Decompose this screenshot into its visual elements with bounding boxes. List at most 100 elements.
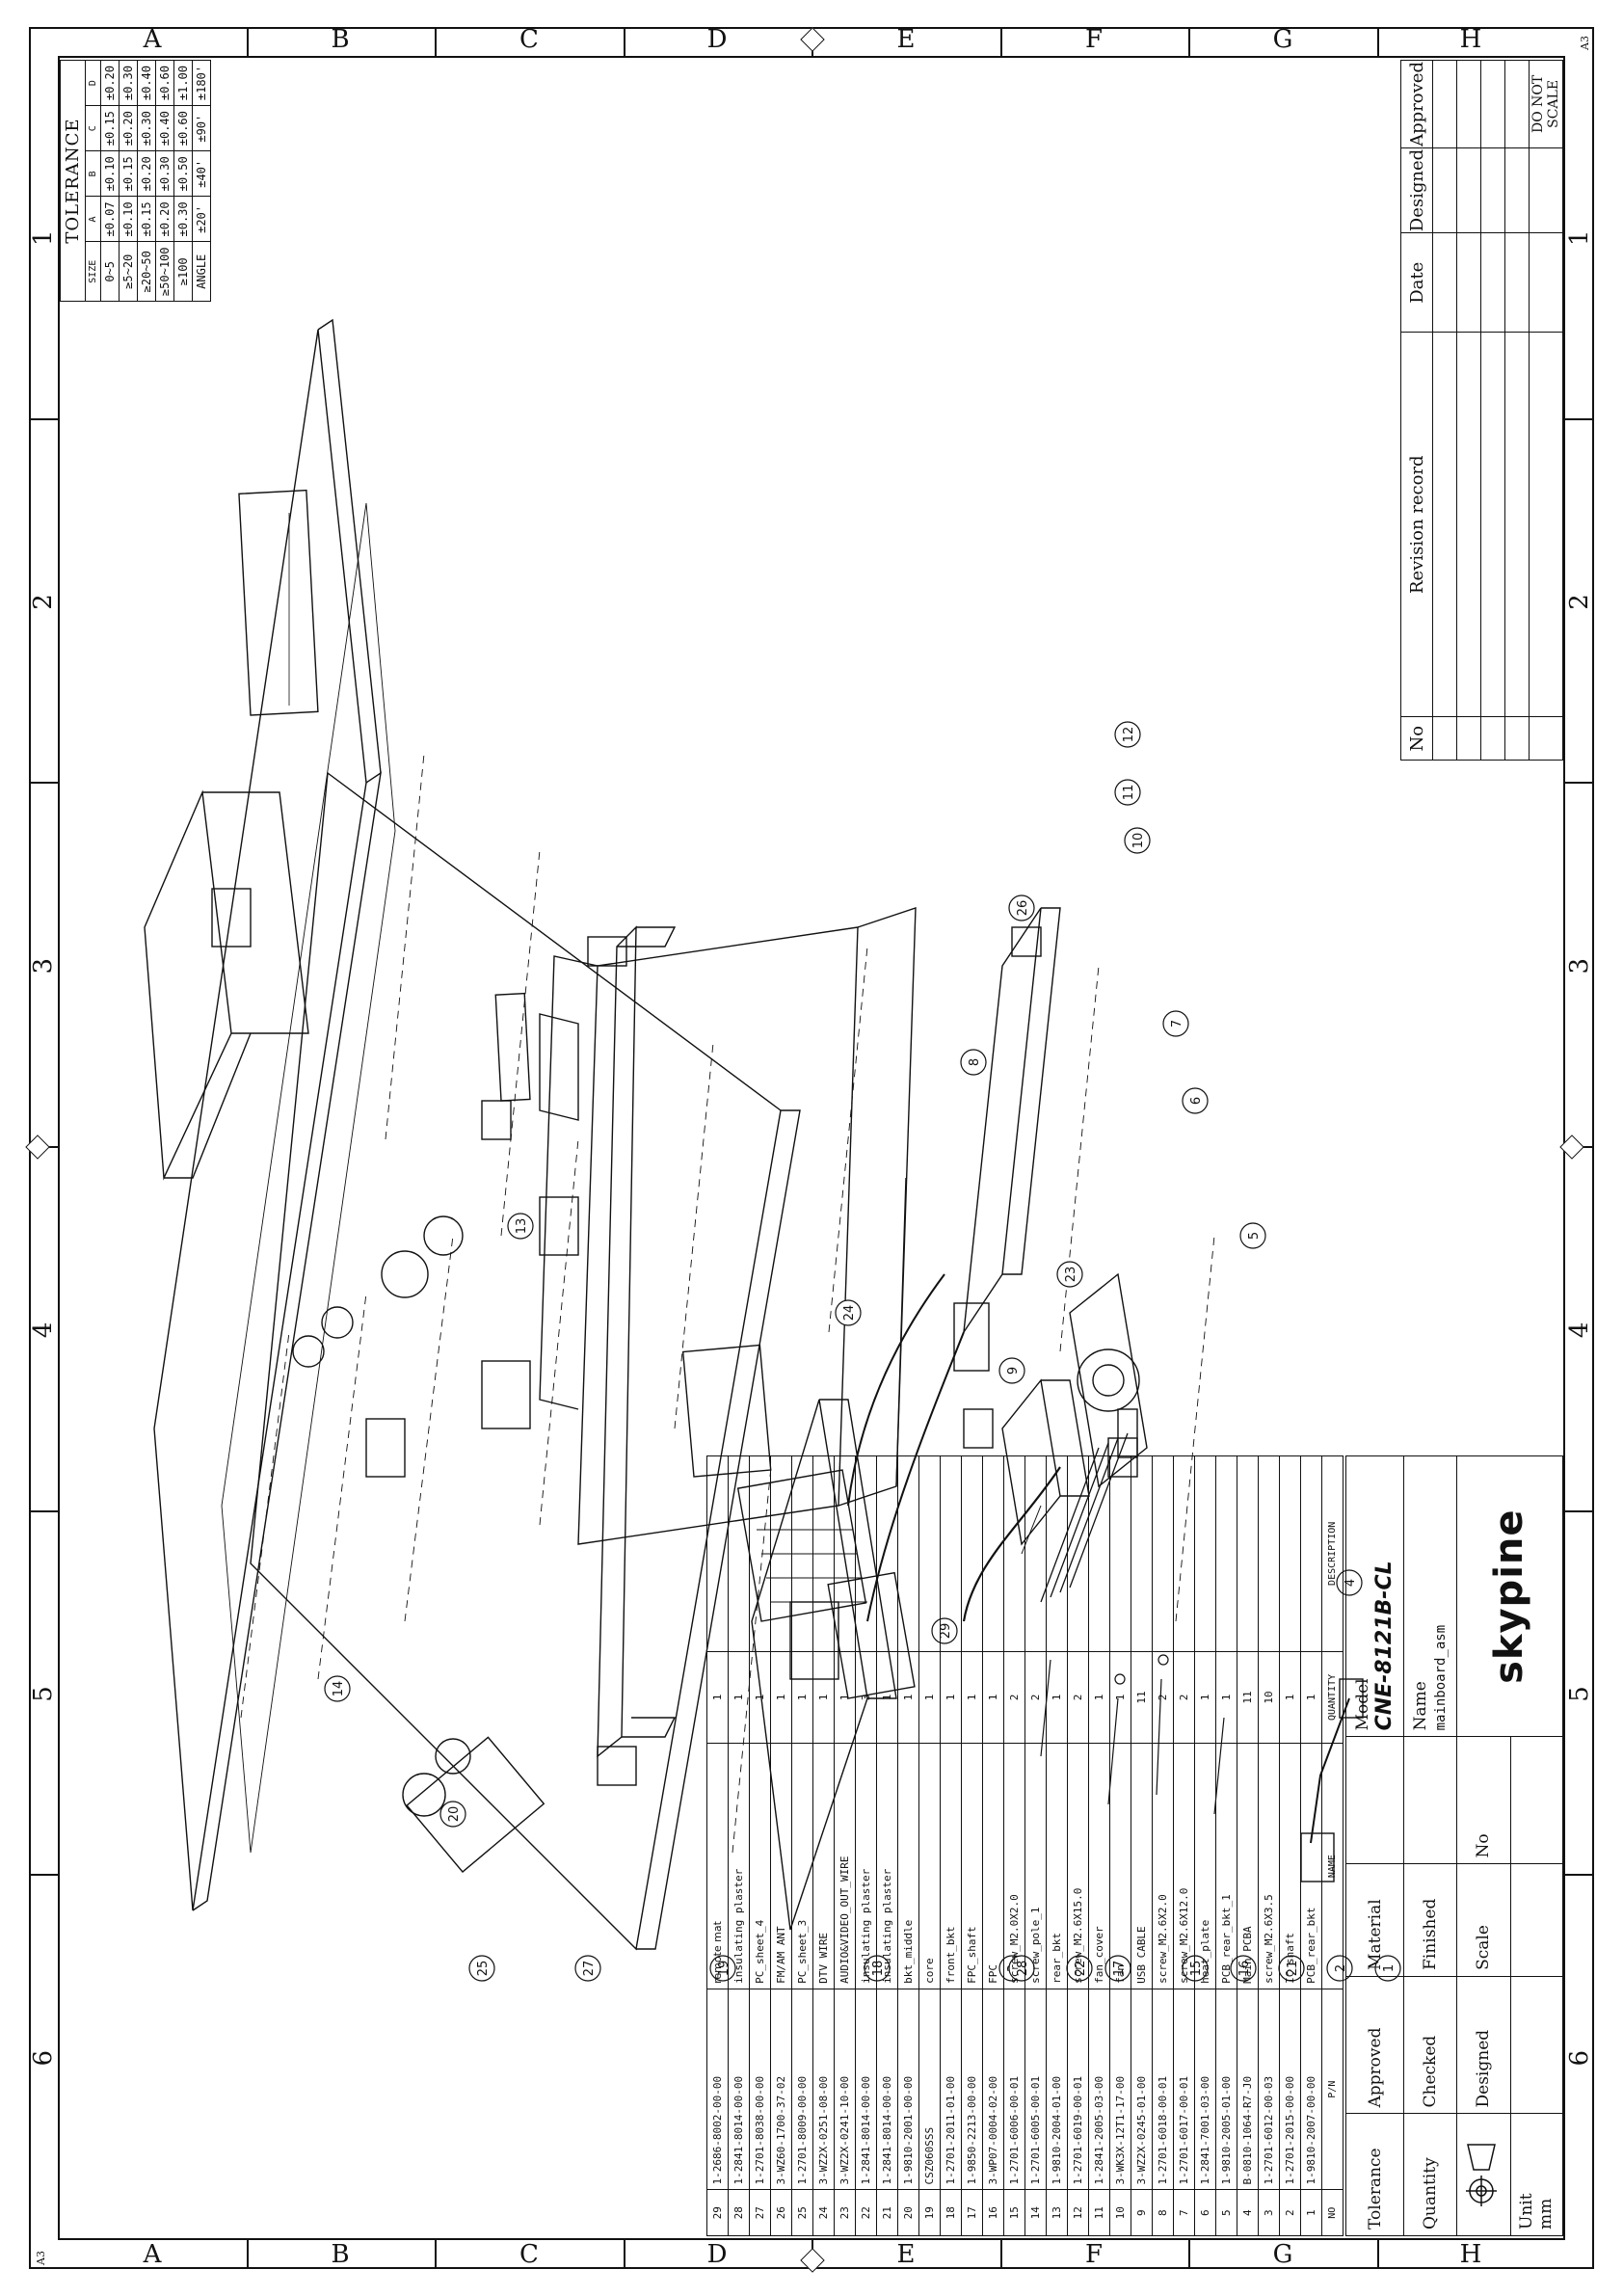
bom-cell: front_bkt <box>940 1743 962 1989</box>
callout-label: 24 <box>842 1305 857 1322</box>
bom-cell: 3-WZ2X-0245-01-00 <box>1131 1989 1153 2190</box>
tolerance-row: ≥20~50±0.15±0.20±0.30±0.40 <box>137 60 156 302</box>
bom-header: QUANTITY <box>1321 1651 1344 1744</box>
tolerance-cell: ±0.20 <box>100 60 120 106</box>
bom-cell: CSZ060SSS <box>918 1989 941 2190</box>
bom-cell <box>1279 1455 1301 1652</box>
bom-cell: 2 <box>1279 2189 1301 2236</box>
tolerance-cell: ±0.30 <box>173 196 193 242</box>
bom-cell: 7 <box>1173 2189 1195 2236</box>
bom-cell: PC_sheet_4 <box>749 1743 771 1989</box>
bom-cell <box>1003 1455 1025 1652</box>
bom-cell: 1-2701-6006-00-01 <box>1003 1989 1025 2190</box>
tolerance-header: SIZE <box>85 242 101 302</box>
tolerance-cell: ±0.40 <box>155 105 174 151</box>
tolerance-cell: ANGLE <box>192 242 211 302</box>
heatsink <box>736 1469 916 1699</box>
callout-circle <box>1374 1955 1401 1982</box>
callout-13: 13 <box>507 1213 534 1240</box>
callout-label: 14 <box>332 1681 346 1697</box>
screws <box>1040 1654 1225 1815</box>
bom-cell: 29 <box>706 2189 729 2236</box>
callout-label: 21 <box>1286 1961 1300 1977</box>
bom-cell: 1-2701-6012-00-03 <box>1258 1989 1280 2190</box>
callout-21: 21 <box>1278 1955 1305 1982</box>
bom-cell <box>1194 1455 1216 1652</box>
tolerance-row: ≥50~100±0.20±0.30±0.40±0.60 <box>155 60 174 302</box>
callout-circle <box>1114 779 1141 806</box>
bom-cell: screw_pole_1 <box>1024 1743 1047 1989</box>
tolerance-cell: ±0.07 <box>100 196 120 242</box>
callout-label: 7 <box>1170 1020 1184 1028</box>
callout-circle <box>709 1955 736 1982</box>
callout-circle <box>1230 1955 1257 1982</box>
tolerance-header: C <box>85 105 101 151</box>
bom-cell <box>1109 1455 1131 1652</box>
logo-text: skypine <box>1487 1508 1532 1684</box>
bom-cell <box>961 1455 983 1652</box>
bom-cell: 11 <box>1088 2189 1110 2236</box>
bom-cell: 9 <box>1131 2189 1153 2236</box>
tolerance-row: 0~5±0.07±0.10±0.15±0.20 <box>100 60 120 302</box>
tolerance-cell: ±0.30 <box>155 150 174 197</box>
callout-22: 22 <box>1066 1955 1093 1982</box>
fpc-parts <box>494 992 579 1121</box>
rear-bracket <box>963 907 1061 1333</box>
bom-cell: 1 <box>1088 1651 1110 1744</box>
bom-cell: PC_sheet_3 <box>791 1743 813 1989</box>
tolerance-cell: ≥50~100 <box>155 242 174 302</box>
bom-cell: IC_shaft <box>1279 1743 1301 1989</box>
bom-cell: remote mat <box>706 1743 729 1989</box>
bom-cell: 1-2701-2011-01-00 <box>940 1989 962 2190</box>
tolerance-cell: ≥100 <box>173 242 193 302</box>
tb-designed: Designed <box>1456 1976 1511 2114</box>
tolerance-cell: ±0.30 <box>137 105 156 151</box>
bom-cell: 26 <box>770 2189 792 2236</box>
tb-tolerance: Tolerance <box>1345 2113 1404 2236</box>
bom-cell: 1-2701-2015-00-00 <box>1279 1989 1301 2190</box>
callout-label: 1 <box>1382 1964 1397 1972</box>
callout-label: 25 <box>476 1961 491 1977</box>
callout-circle <box>1239 1222 1266 1249</box>
tolerance-cell: ±1.00 <box>173 60 193 106</box>
callout-11: 11 <box>1114 779 1141 806</box>
tolerance-cell: ≥20~50 <box>137 242 156 302</box>
bom-cell: 1-9810-2007-00-00 <box>1300 1989 1322 2190</box>
bom-cell: 1 <box>728 1651 750 1744</box>
bom-cell: 4 <box>1237 2189 1259 2236</box>
tb-model-label: Model <box>1353 1678 1373 1731</box>
callout-17: 17 <box>1104 1955 1131 1982</box>
bom-cell: 11 <box>1237 1651 1259 1744</box>
bom-cell: 3-WK3X-12T1-17-00 <box>1109 1989 1131 2190</box>
bom-cell: PCB_rear_bkt <box>1300 1743 1322 1989</box>
bom-cell: screw_M2.6X3.5 <box>1258 1743 1280 1989</box>
callout-25: 25 <box>468 1955 495 1982</box>
bom-cell: 2 <box>1173 1651 1195 1744</box>
callout-5: 5 <box>1239 1222 1266 1249</box>
callout-circle <box>1104 1955 1131 1982</box>
bom-cell: 1-2701-8009-00-00 <box>791 1989 813 2190</box>
callout-8: 8 <box>960 1049 987 1076</box>
drive-box <box>539 907 917 1545</box>
bom-cell <box>1067 1455 1089 1652</box>
bom-cell: 2 <box>1067 1651 1089 1744</box>
bom-cell <box>1046 1455 1068 1652</box>
first-angle-projection-icon <box>1465 2144 1497 2207</box>
callout-12: 12 <box>1114 721 1141 748</box>
bom-cell: 23 <box>834 2189 856 2236</box>
callout-label: 23 <box>1064 1267 1078 1283</box>
tolerance-cell: ±20' <box>192 196 211 242</box>
